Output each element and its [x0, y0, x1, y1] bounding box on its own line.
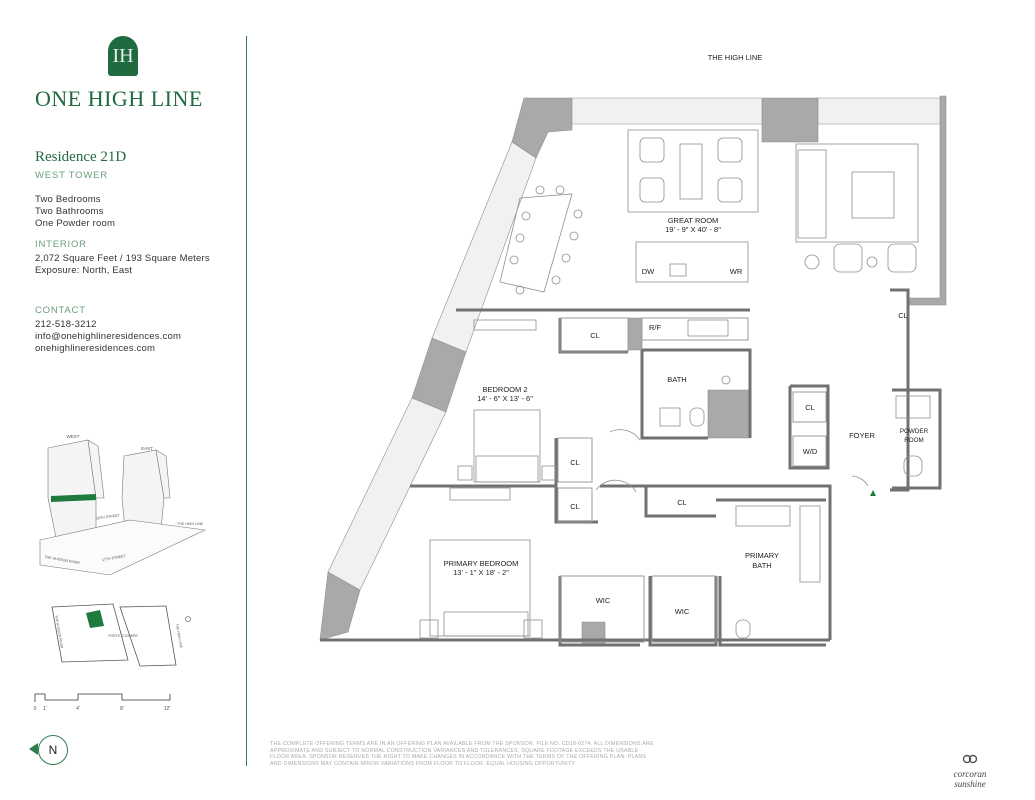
sidebar-divider	[246, 36, 247, 766]
site-plan-compass-icon	[185, 616, 191, 622]
wine-refrigerator-label: WR	[730, 267, 743, 276]
furniture	[419, 129, 931, 639]
powder-room-label-line1: POWDER	[900, 428, 929, 435]
hall-closet1-label: CL	[570, 458, 580, 467]
scale-label-1: 1'	[43, 706, 47, 712]
bath2-wall	[707, 389, 751, 439]
area-text: 2,072 Square Feet / 193 Square Meters	[35, 253, 210, 264]
residence-title: Residence 21D	[35, 149, 127, 165]
interior-info: 2,072 Square Feet / 193 Square Meters Ex…	[35, 253, 210, 277]
key-plan-hudson-river: THE HUDSON RIVER	[44, 555, 80, 565]
site-plan-high-line: THE HIGH LINE	[175, 623, 183, 649]
kitchen-stub	[627, 317, 643, 351]
washer-dryer-label: W/D	[803, 447, 818, 456]
scale-label-12: 12'	[164, 706, 171, 712]
contact-info: 212-518-3212 info@onehighlineresidences.…	[35, 319, 181, 355]
exposure-text: Exposure: North, East	[35, 265, 133, 276]
sidebar: IH ONE HIGH LINE Residence 21D WEST TOWE…	[0, 0, 246, 800]
foyer-label: FOYER	[849, 431, 875, 440]
hall-closet3-label: CL	[677, 498, 687, 507]
ne-wall	[907, 95, 947, 306]
key-plan-17th-street: 17TH STREET	[102, 554, 127, 562]
contact-website[interactable]: onehighlineresidences.com	[35, 343, 156, 354]
refrigerator-label: R/F	[649, 323, 662, 332]
w-column	[411, 337, 467, 413]
bedroom2-dims: 14' - 6" X 13' - 6"	[477, 394, 533, 403]
primary-bedroom-dims: 13' - 1" X 18' - 2"	[453, 568, 509, 577]
key-plan-east-label: EAST	[141, 446, 153, 451]
room-summary-bedrooms: Two Bedrooms	[35, 194, 101, 205]
great-room-label: GREAT ROOM	[668, 216, 719, 225]
bedroom2-closet-label: CL	[590, 331, 600, 340]
interior-heading: INTERIOR	[35, 239, 87, 250]
north-compass: N	[38, 735, 68, 765]
scale-label-4: 4'	[76, 706, 80, 712]
walls	[319, 95, 947, 646]
north-column	[761, 97, 819, 143]
building-key-plan: WEST EAST 18TH STREET 17TH STREET THE HI…	[34, 434, 207, 712]
primary-bath-label-line1: PRIMARY	[745, 551, 779, 560]
walk-in-closet1-label: WIC	[596, 596, 611, 605]
dishwasher-label: DW	[642, 267, 655, 276]
broker-logo: corcoran sunshine	[940, 751, 1000, 789]
entry-marker-icon	[870, 490, 876, 496]
residence-floor-highlight	[51, 494, 96, 502]
key-plan-west-label: WEST	[67, 434, 80, 439]
scale-bar	[34, 693, 171, 702]
room-summary-powder: One Powder room	[35, 218, 116, 229]
powder-room-label-line2: ROOM	[904, 437, 924, 444]
walk-in-closet2-label: WIC	[675, 607, 690, 616]
bath2-label: BATH	[667, 375, 686, 384]
contact-heading: CONTACT	[35, 305, 86, 316]
broker-logo-icon	[962, 754, 978, 764]
broker-name: corcoran sunshine	[953, 769, 987, 789]
primary-bedroom-label: PRIMARY BEDROOM	[444, 559, 519, 568]
street-label: THE HIGH LINE	[708, 53, 763, 62]
hall-closet2-label: CL	[570, 502, 580, 511]
great-room-dims: 19' - 9" X 40' - 8"	[665, 225, 721, 234]
entry-closet-label: CL	[898, 311, 908, 320]
primary-bath-label-line2: BATH	[752, 561, 771, 570]
brand-name: ONE HIGH LINE	[35, 86, 203, 111]
legal-disclaimer: THE COMPLETE OFFERING TERMS ARE IN AN OF…	[270, 741, 654, 767]
north-arrow-icon	[29, 743, 38, 755]
room-summary: Two Bedrooms Two Bathrooms One Powder ro…	[35, 194, 115, 230]
foyer-closet-label: CL	[805, 403, 815, 412]
site-plan-hudson-label: THE HUDSON RIVER	[54, 615, 64, 649]
glazing	[327, 97, 941, 591]
site-plan-porte-cochere: PORTE COCHERE	[108, 634, 138, 638]
key-plan-18th-street: 18TH STREET	[96, 513, 121, 520]
brand-monogram-icon: IH	[108, 36, 138, 76]
room-summary-bathrooms: Two Bathrooms	[35, 206, 104, 217]
contact-phone[interactable]: 212-518-3212	[35, 319, 97, 330]
contact-email[interactable]: info@onehighlineresidences.com	[35, 331, 182, 342]
scale-label-8: 8'	[120, 706, 124, 712]
scale-label-0: 0	[34, 706, 37, 712]
partitions	[557, 317, 827, 643]
key-plan-high-line: THE HIGH LINE	[177, 522, 204, 526]
tower-label: WEST TOWER	[35, 170, 108, 181]
site-plan-highlight	[86, 610, 104, 628]
bedroom2-label: BEDROOM 2	[482, 385, 527, 394]
